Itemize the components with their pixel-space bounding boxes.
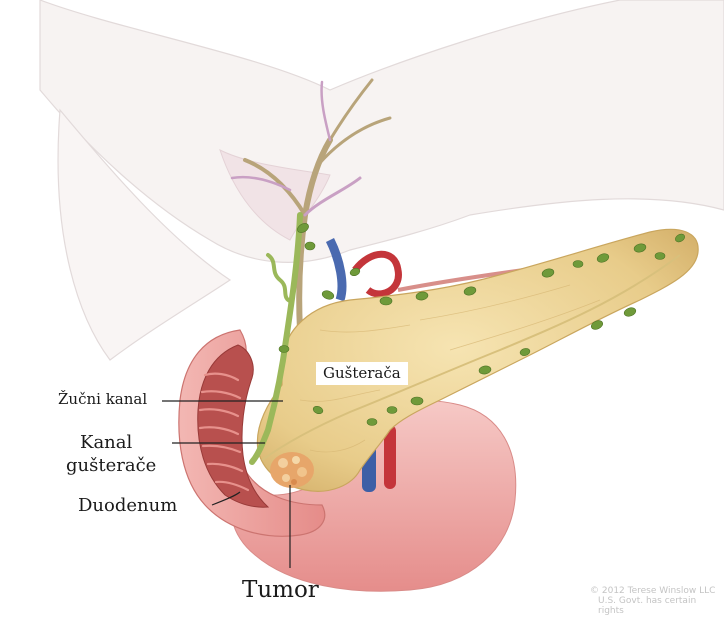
pancreas-label: Gušterača: [316, 362, 408, 385]
pancreatic-duct-label-line2: gušterače: [66, 456, 156, 477]
copyright-credit: © 2012 Terese Winslow LLC U.S. Govt. has…: [590, 587, 724, 617]
tumor-shape: [270, 452, 314, 488]
tumor-label: Tumor: [242, 577, 319, 603]
duodenum-label: Duodenum: [78, 496, 177, 517]
bile-duct-label: Žučni kanal: [58, 391, 147, 408]
copyright-line-2: U.S. Govt. has certain rights: [590, 597, 724, 617]
pancreatic-duct-label-line1: Kanal: [80, 433, 132, 454]
